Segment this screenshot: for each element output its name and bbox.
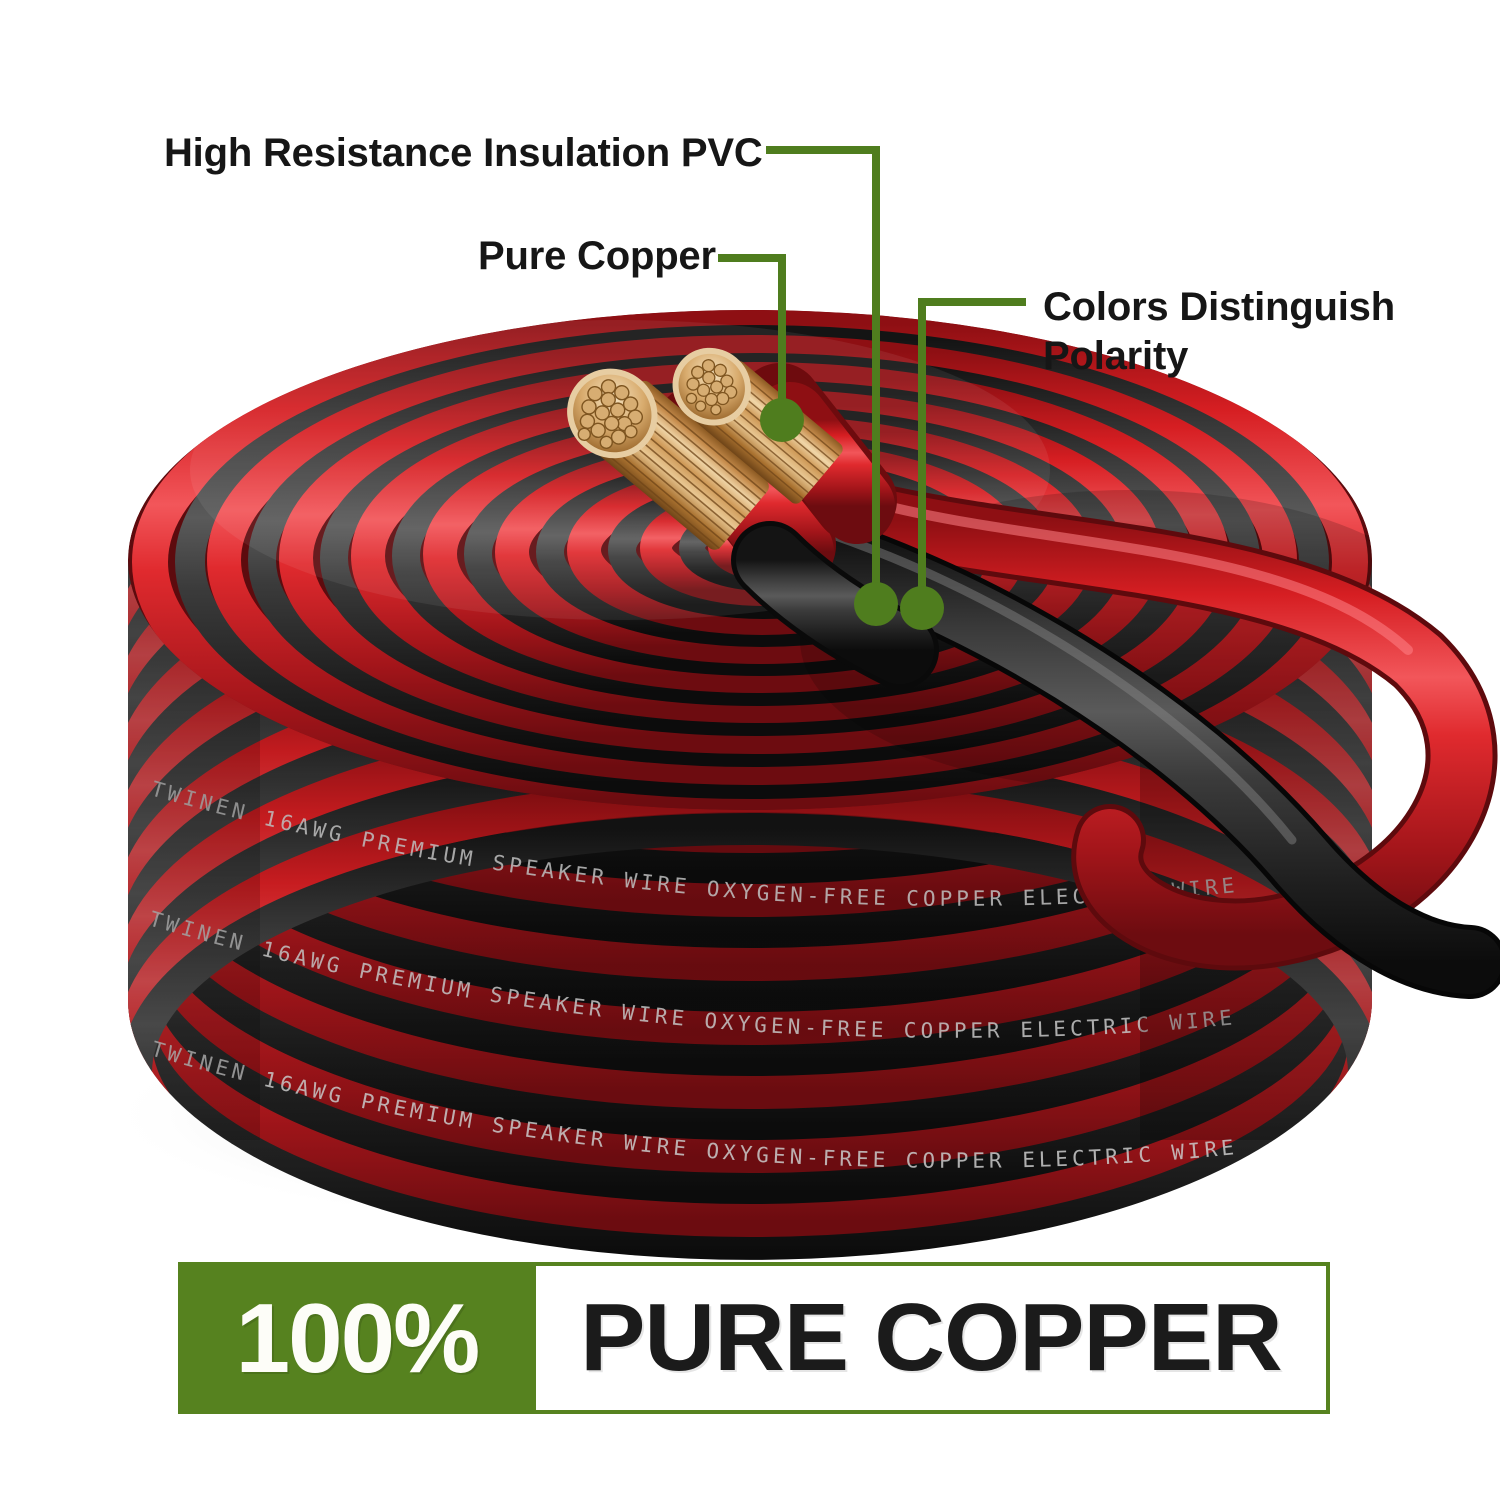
banner-headline-text: PURE COPPER <box>580 1284 1283 1391</box>
leader-line-insulation <box>766 146 880 600</box>
pure-copper-banner: 100% PURE COPPER <box>178 1262 1330 1414</box>
banner-percent-badge: 100% <box>178 1262 536 1414</box>
leader-line-copper <box>718 254 786 416</box>
leader-dot-insulation <box>854 582 898 626</box>
callout-label-pure-copper: Pure Copper <box>478 234 716 278</box>
leader-dot-polarity <box>900 586 944 630</box>
callout-label-insulation: High Resistance Insulation PVC <box>164 131 763 175</box>
callout-label-colors-polarity: Colors Distinguish Polarity <box>1043 285 1395 378</box>
leader-dot-copper <box>760 398 804 442</box>
leader-line-polarity <box>918 298 1026 604</box>
banner-headline-panel: PURE COPPER <box>536 1262 1330 1414</box>
